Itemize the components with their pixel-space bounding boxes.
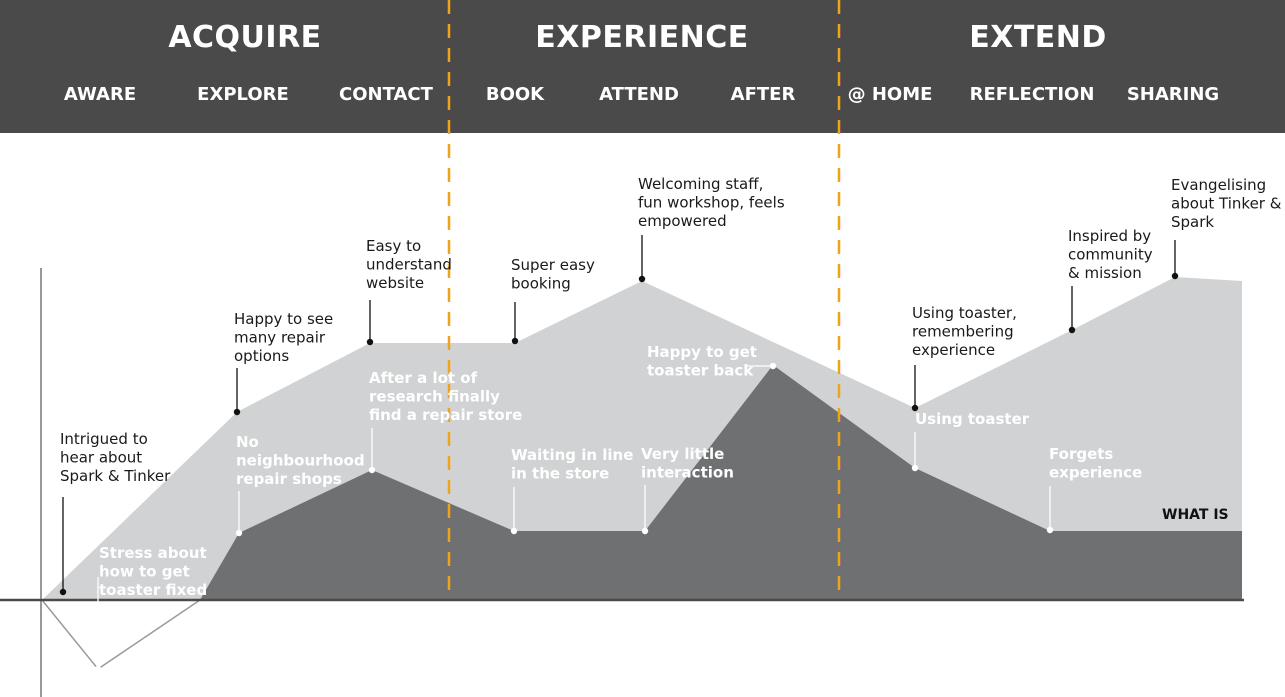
phase-title-acquire: ACQUIRE (168, 20, 322, 55)
annotation-line: neighbourhood (236, 452, 365, 470)
annotation-line: understand (366, 256, 452, 274)
annotation-line: toaster fixed (99, 581, 207, 599)
annotation-line: Spark & Tinker (60, 467, 171, 485)
ideal-marker-dot (59, 588, 67, 596)
annotation-line: many repair (234, 329, 326, 347)
ideal-marker-dot (1171, 272, 1179, 280)
ideal-marker-dot (1068, 326, 1076, 334)
annotation-line: hear about (60, 449, 142, 467)
annotation-line: interaction (641, 464, 734, 482)
ideal-marker-dot (638, 275, 646, 283)
annotation-line: After a lot of (369, 369, 478, 387)
annotation-line: Using toaster, (912, 304, 1017, 322)
annotation-line: how to get (99, 563, 190, 581)
current-experience-area (200, 365, 1242, 600)
annotation-line: options (234, 347, 289, 365)
annotation-line: repair shops (236, 470, 342, 488)
annotation-line: research finally (369, 388, 500, 406)
annotation-line: Spark (1171, 213, 1214, 231)
annotation-line: Stress about (99, 544, 207, 562)
annotation-line: Happy to see (234, 310, 333, 328)
current-marker-dot (911, 464, 919, 472)
journey-axes (0, 268, 1244, 697)
ideal-marker-dot (511, 337, 519, 345)
current-marker-dot (368, 466, 376, 474)
annotation-line: website (366, 274, 424, 292)
header-band: ACQUIRE EXPERIENCE EXTEND AWARE EXPLORE … (0, 0, 1285, 133)
stage-label-after: AFTER (730, 84, 796, 105)
current-annotation: Using toaster (915, 410, 1030, 428)
annotation-line: Forgets (1049, 445, 1113, 463)
stage-label-at-home: @ HOME (847, 84, 933, 105)
journey-markers (59, 235, 1179, 673)
annotation-line: Very little (641, 445, 724, 463)
current-marker-dot (94, 665, 102, 673)
stage-label-contact: CONTACT (339, 84, 433, 105)
phase-title-extend: EXTEND (969, 20, 1107, 55)
ideal-marker-dot (911, 404, 919, 412)
annotation-line: booking (511, 275, 571, 293)
annotation-line: Waiting in line (511, 446, 633, 464)
current-marker-dot (235, 529, 243, 537)
annotation-line: Using toaster (915, 410, 1030, 428)
annotation-line: in the store (511, 465, 609, 483)
annotation-line: Evangelising (1171, 176, 1266, 194)
annotation-line: Super easy (511, 256, 595, 274)
annotation-line: find a repair store (369, 406, 522, 424)
current-marker-dot (641, 527, 649, 535)
annotation-line: fun workshop, feels (638, 194, 785, 212)
annotation-line: experience (912, 341, 995, 359)
ideal-marker-dot (233, 408, 241, 416)
annotation-line: Intrigued to (60, 430, 148, 448)
annotation-line: community (1068, 246, 1153, 264)
phase-title-experience: EXPERIENCE (535, 20, 749, 55)
current-marker-dot (510, 527, 518, 535)
annotation-line: empowered (638, 212, 727, 230)
annotation-line: & mission (1068, 264, 1142, 282)
stage-label-sharing: SHARING (1126, 84, 1220, 105)
annotation-line: experience (1049, 464, 1142, 482)
annotation-line: Easy to (366, 237, 421, 255)
annotation-line: toaster back (647, 362, 754, 380)
annotation-line: remembering (912, 323, 1014, 341)
phase-dividers (447, 0, 841, 600)
what-is-label: WHAT IS (1162, 507, 1229, 523)
stress-dip-line (41, 599, 201, 671)
annotation-line: No (236, 433, 259, 451)
journey-areas (41, 277, 1242, 671)
stage-label-explore: EXPLORE (197, 84, 289, 105)
annotation-line: Welcoming staff, (638, 175, 763, 193)
stage-label-aware: AWARE (63, 84, 137, 105)
current-marker-dot (1046, 526, 1054, 534)
ideal-marker-dot (366, 338, 374, 346)
annotation-line: Inspired by (1068, 227, 1151, 245)
stage-label-attend: ATTEND (599, 84, 679, 105)
annotation-line: Happy to get (647, 343, 757, 361)
annotation-line: about Tinker & (1171, 195, 1282, 213)
stage-label-book: BOOK (485, 84, 545, 105)
stage-label-reflection: REFLECTION (969, 84, 1095, 105)
